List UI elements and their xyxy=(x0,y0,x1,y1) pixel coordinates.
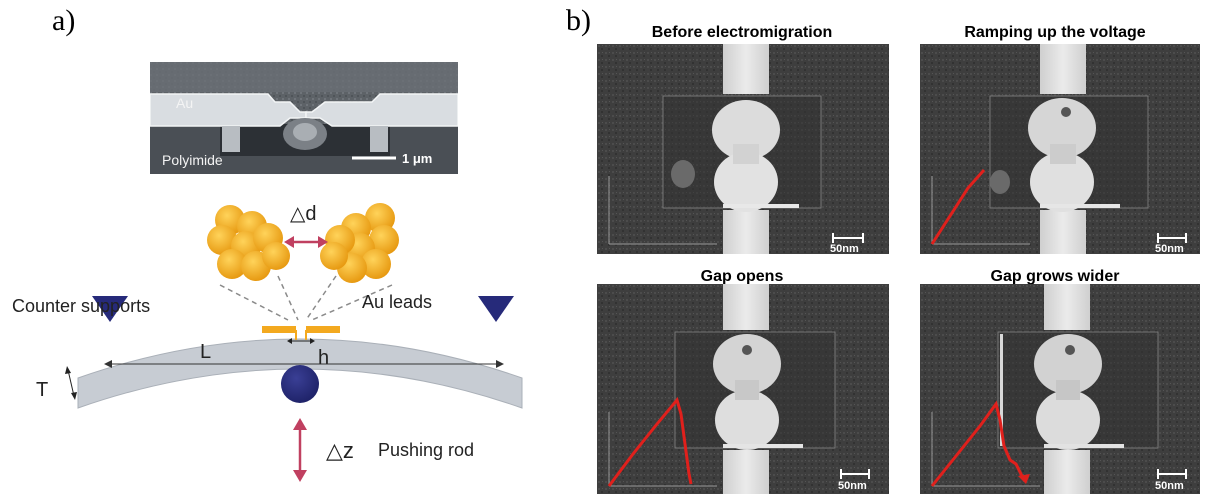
title-before-electromigration: Before electromigration xyxy=(651,24,833,41)
title-gap-opens: Gap opens xyxy=(700,268,784,285)
right-gold-cluster xyxy=(320,203,399,283)
iv-trace-4 xyxy=(930,400,1026,487)
counter-support-right xyxy=(478,296,514,322)
t-label: T xyxy=(36,379,48,401)
au-leads-label: Au leads xyxy=(362,292,432,312)
delta-z-label: △z xyxy=(326,438,354,463)
sem-image-gap-grows-wider: 50nm xyxy=(920,284,1200,494)
sem-au-label: Au xyxy=(176,95,193,111)
sem-scale-label: 1 μm xyxy=(402,151,432,166)
au-lead-left xyxy=(262,326,296,333)
scale-label-4: 50nm xyxy=(1155,480,1184,492)
panel-a-label: a) xyxy=(52,4,76,37)
scale-label-2: 50nm xyxy=(1155,243,1184,254)
delta-d-arrow xyxy=(284,236,328,248)
au-lead-right xyxy=(306,326,340,333)
sem-polyimide-label: Polyimide xyxy=(162,152,223,168)
l-arrow xyxy=(104,360,504,368)
l-label: L xyxy=(200,341,211,363)
iv-trace-2 xyxy=(930,169,986,245)
pushing-rod xyxy=(281,365,319,403)
sem-image-ramping-voltage: 50nm xyxy=(920,44,1200,254)
sem-image-before-electromigration: 50nm xyxy=(597,44,889,254)
counter-support-left xyxy=(92,296,128,322)
scale-label-1: 50nm xyxy=(830,243,859,254)
delta-d-label: △d xyxy=(290,203,317,225)
iv-trace-3 xyxy=(607,396,693,487)
title-gap-grows-wider: Gap grows wider xyxy=(990,268,1120,285)
h-arrow xyxy=(287,338,315,344)
t-arrow xyxy=(65,366,77,400)
projection-lines xyxy=(219,275,393,321)
panel-b-label: b) xyxy=(566,4,591,37)
title-ramping-voltage: Ramping up the voltage xyxy=(964,24,1146,41)
pushing-rod-label: Pushing rod xyxy=(378,440,474,460)
break-junction-schematic: △d h L Counter supports Au leads T xyxy=(12,203,523,482)
sem-image-gap-opens: 50nm xyxy=(597,284,889,494)
h-label: h xyxy=(318,347,329,369)
sem-inset-image: Au Polyimide 1 μm xyxy=(150,62,458,174)
scale-label-3: 50nm xyxy=(838,480,867,492)
counter-supports-label: Counter supports xyxy=(12,296,150,316)
left-gold-cluster xyxy=(207,205,290,281)
bending-beam xyxy=(77,338,523,409)
delta-z-arrow xyxy=(293,418,307,482)
